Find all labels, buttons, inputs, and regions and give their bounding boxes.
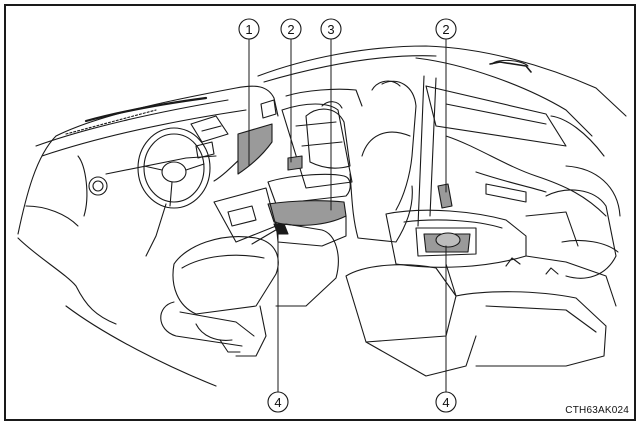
- svg-text:3: 3: [327, 22, 334, 37]
- illustration-frame: 1 2 3 2 4 4 CTH63AK024: [4, 4, 636, 421]
- svg-text:2: 2: [442, 22, 449, 37]
- car-interior-illustration: 1 2 3 2 4 4: [17, 18, 627, 413]
- armrest-storage-highlight: [267, 200, 347, 226]
- pillar-highlight: [437, 183, 453, 209]
- callout-2-right: 2: [435, 18, 457, 40]
- callout-2-left: 2: [280, 18, 302, 40]
- callout-4-left: 4: [267, 391, 289, 413]
- image-code: CTH63AK024: [565, 405, 629, 416]
- steering-wheel: [137, 127, 211, 257]
- callout-4-right: 4: [435, 391, 457, 413]
- driver-seat: [160, 223, 339, 357]
- glove-box-highlight: [237, 123, 273, 175]
- rear-area: [445, 135, 621, 279]
- callout-3: 3: [320, 18, 342, 40]
- roof-and-windows: [257, 45, 627, 227]
- svg-text:1: 1: [245, 22, 252, 37]
- svg-text:2: 2: [287, 22, 294, 37]
- dashboard: [17, 85, 279, 325]
- callout-1: 1: [238, 18, 260, 40]
- svg-text:4: 4: [442, 395, 449, 410]
- svg-text:4: 4: [274, 395, 281, 410]
- rear-bench: [345, 209, 617, 377]
- leader-lines: [248, 38, 447, 393]
- center-console: [213, 173, 351, 247]
- front-passenger-seat: [305, 80, 417, 243]
- floor-line: [65, 305, 217, 387]
- front-door: [281, 103, 353, 189]
